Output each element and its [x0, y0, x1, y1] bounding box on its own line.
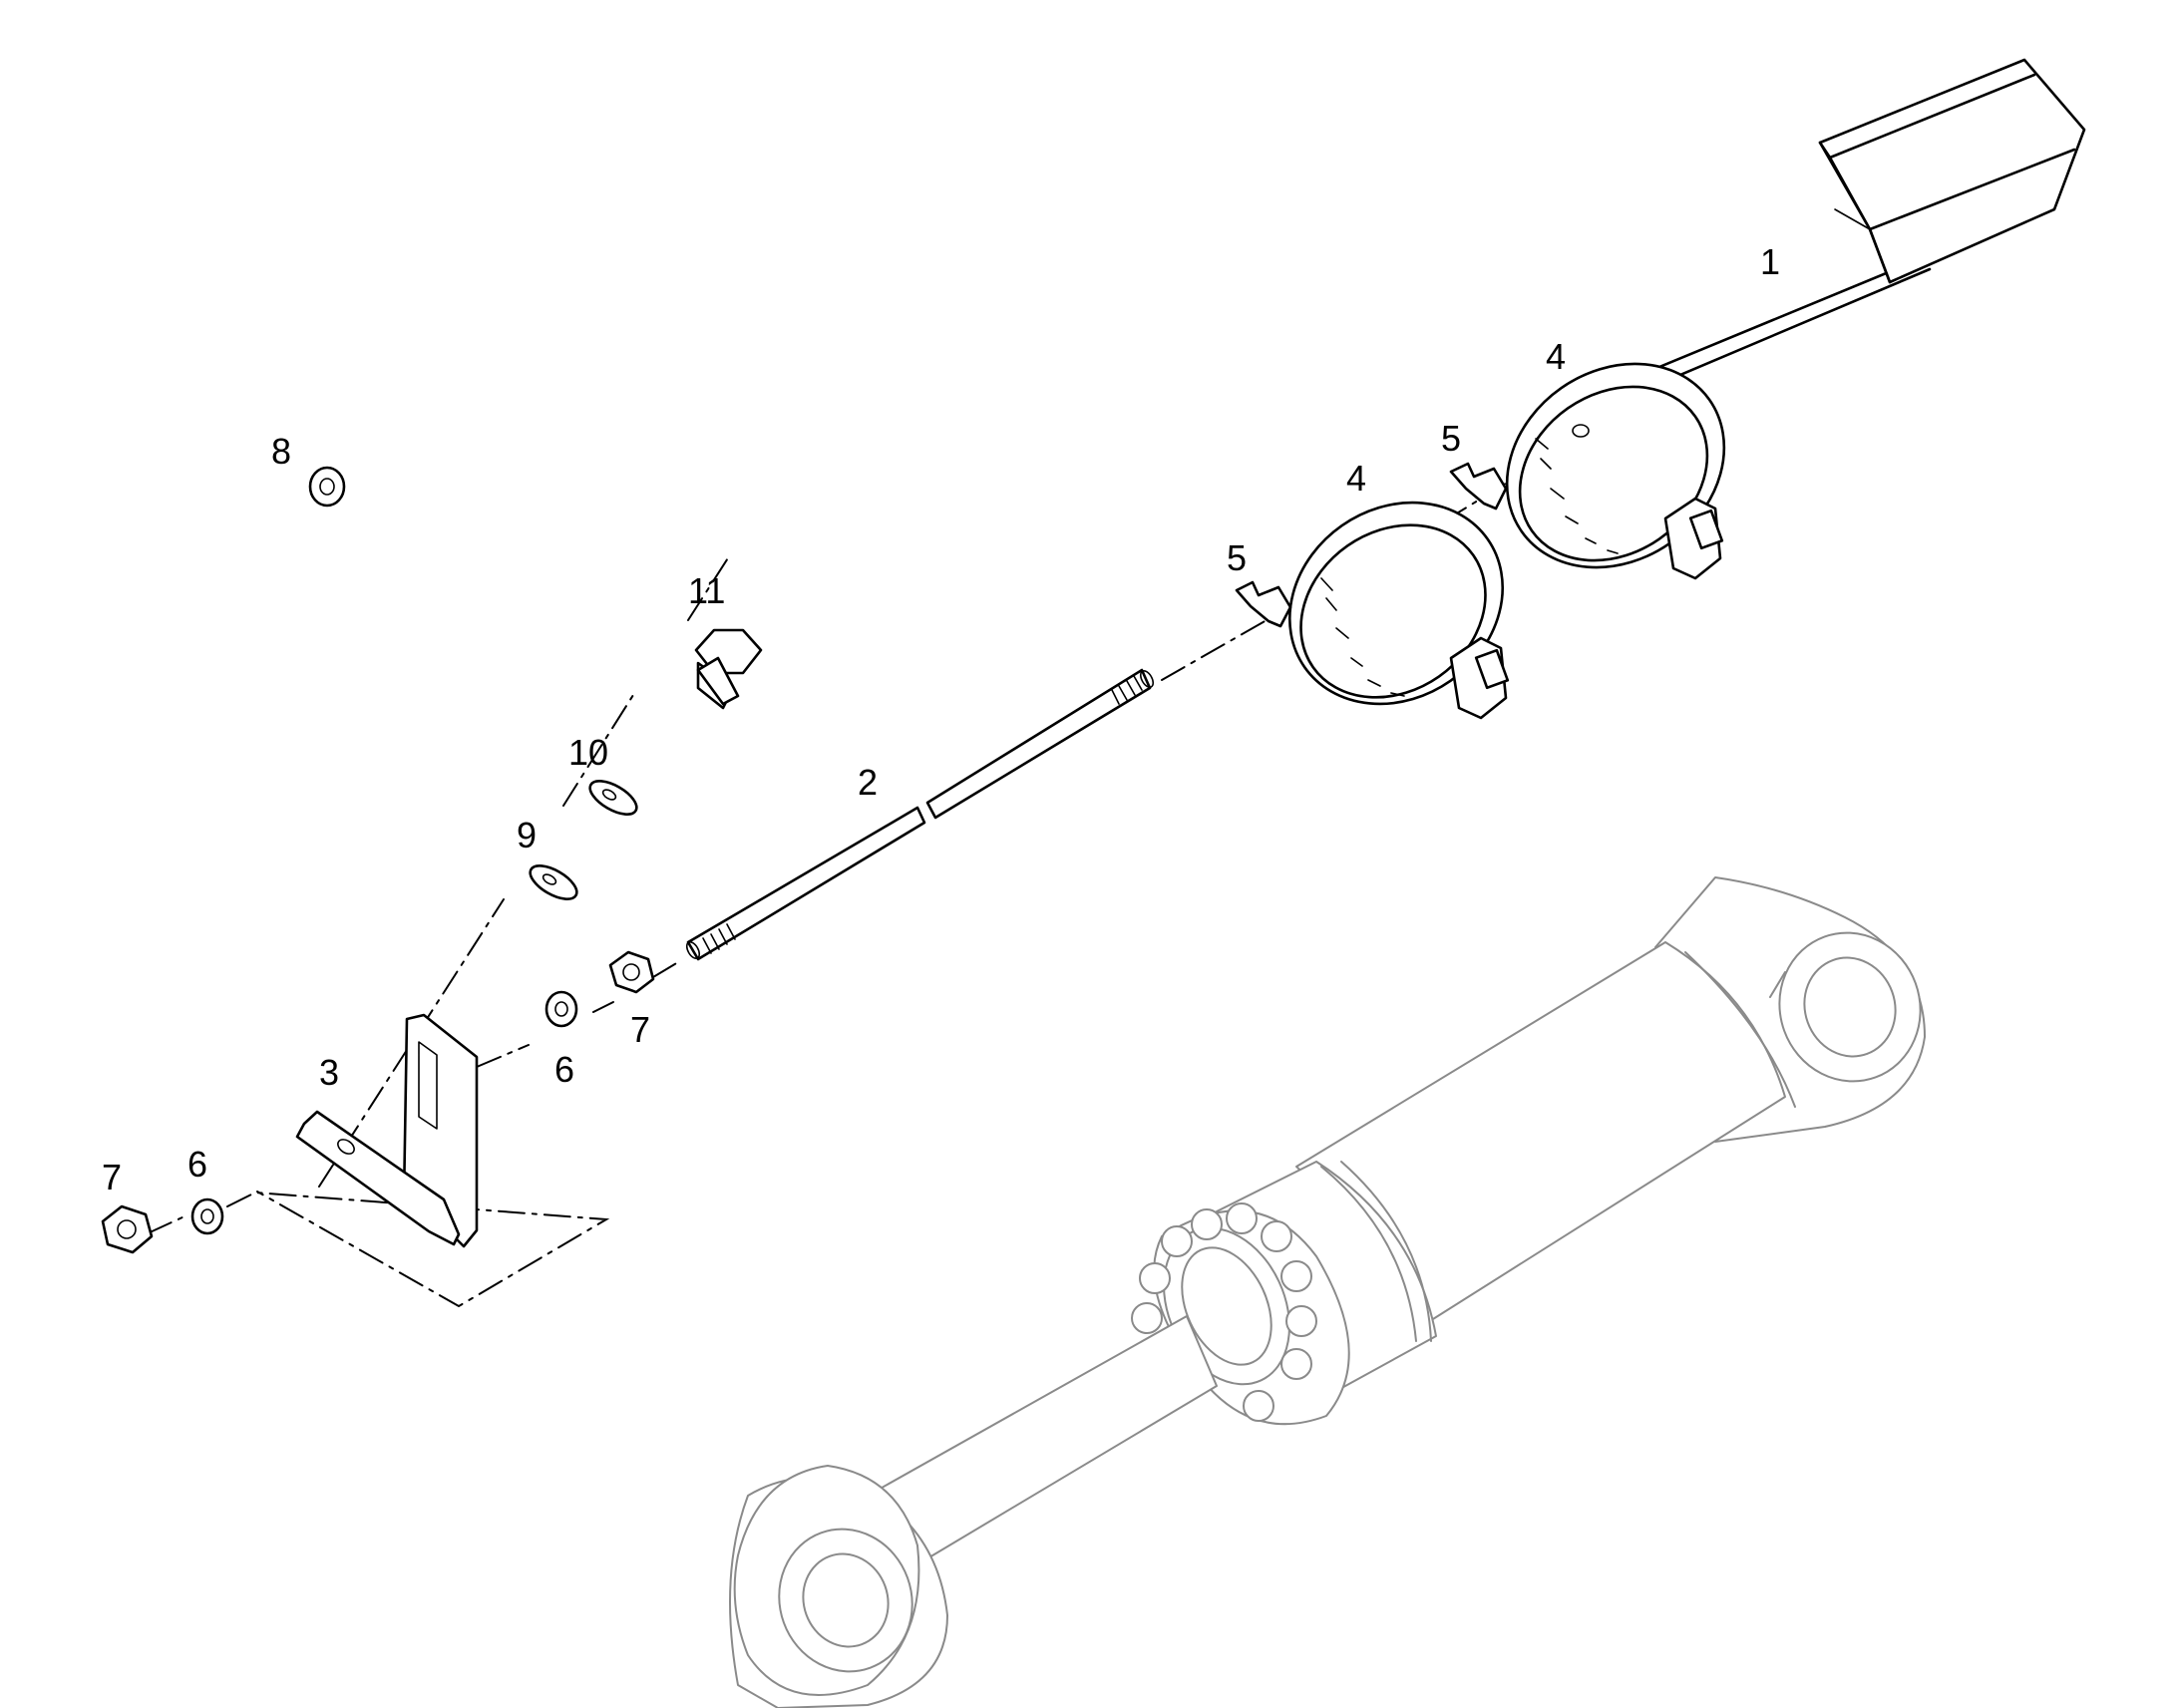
callout-5-rear: 5 [1441, 418, 1461, 459]
part-11-bolt [694, 628, 763, 710]
callout-6-lower: 6 [187, 1144, 207, 1185]
part-4-hose-clamp-rear [1505, 362, 1726, 580]
part-5-clip-front [1235, 580, 1292, 628]
part-7-nut-upper [608, 950, 655, 994]
callout-1: 1 [1760, 241, 1780, 282]
callout-7-upper: 7 [630, 1009, 650, 1050]
flange-bolts [1131, 1202, 1317, 1422]
callouts: 1 2 3 4 4 5 5 6 6 7 7 8 9 10 11 [102, 241, 1780, 1197]
callout-11: 11 [688, 570, 725, 611]
part-6-washer-lower [190, 1197, 224, 1235]
callout-9: 9 [517, 815, 537, 855]
callout-3: 3 [319, 1052, 339, 1093]
part-2-threaded-rod [685, 668, 1155, 961]
callout-2: 2 [858, 762, 878, 803]
part-3-bracket [295, 1013, 479, 1248]
part-10-washer [588, 780, 638, 816]
callout-5-front: 5 [1227, 537, 1247, 578]
callout-6-upper: 6 [554, 1049, 574, 1090]
part-5-clip-rear [1449, 462, 1508, 511]
callout-10: 10 [568, 732, 608, 773]
callout-7-lower: 7 [102, 1157, 122, 1197]
callout-4-rear: 4 [1546, 336, 1566, 377]
part-1-sensor [1629, 58, 2086, 396]
part-7-nut-lower [101, 1204, 154, 1254]
part-4-hose-clamp-front [1287, 501, 1510, 720]
hydraulic-cylinder [729, 876, 1926, 1708]
callout-8: 8 [271, 431, 291, 472]
part-8-washer [308, 466, 346, 508]
part-9-washer [529, 864, 578, 900]
part-6-washer-upper [545, 990, 578, 1028]
callout-4-front: 4 [1346, 458, 1366, 499]
